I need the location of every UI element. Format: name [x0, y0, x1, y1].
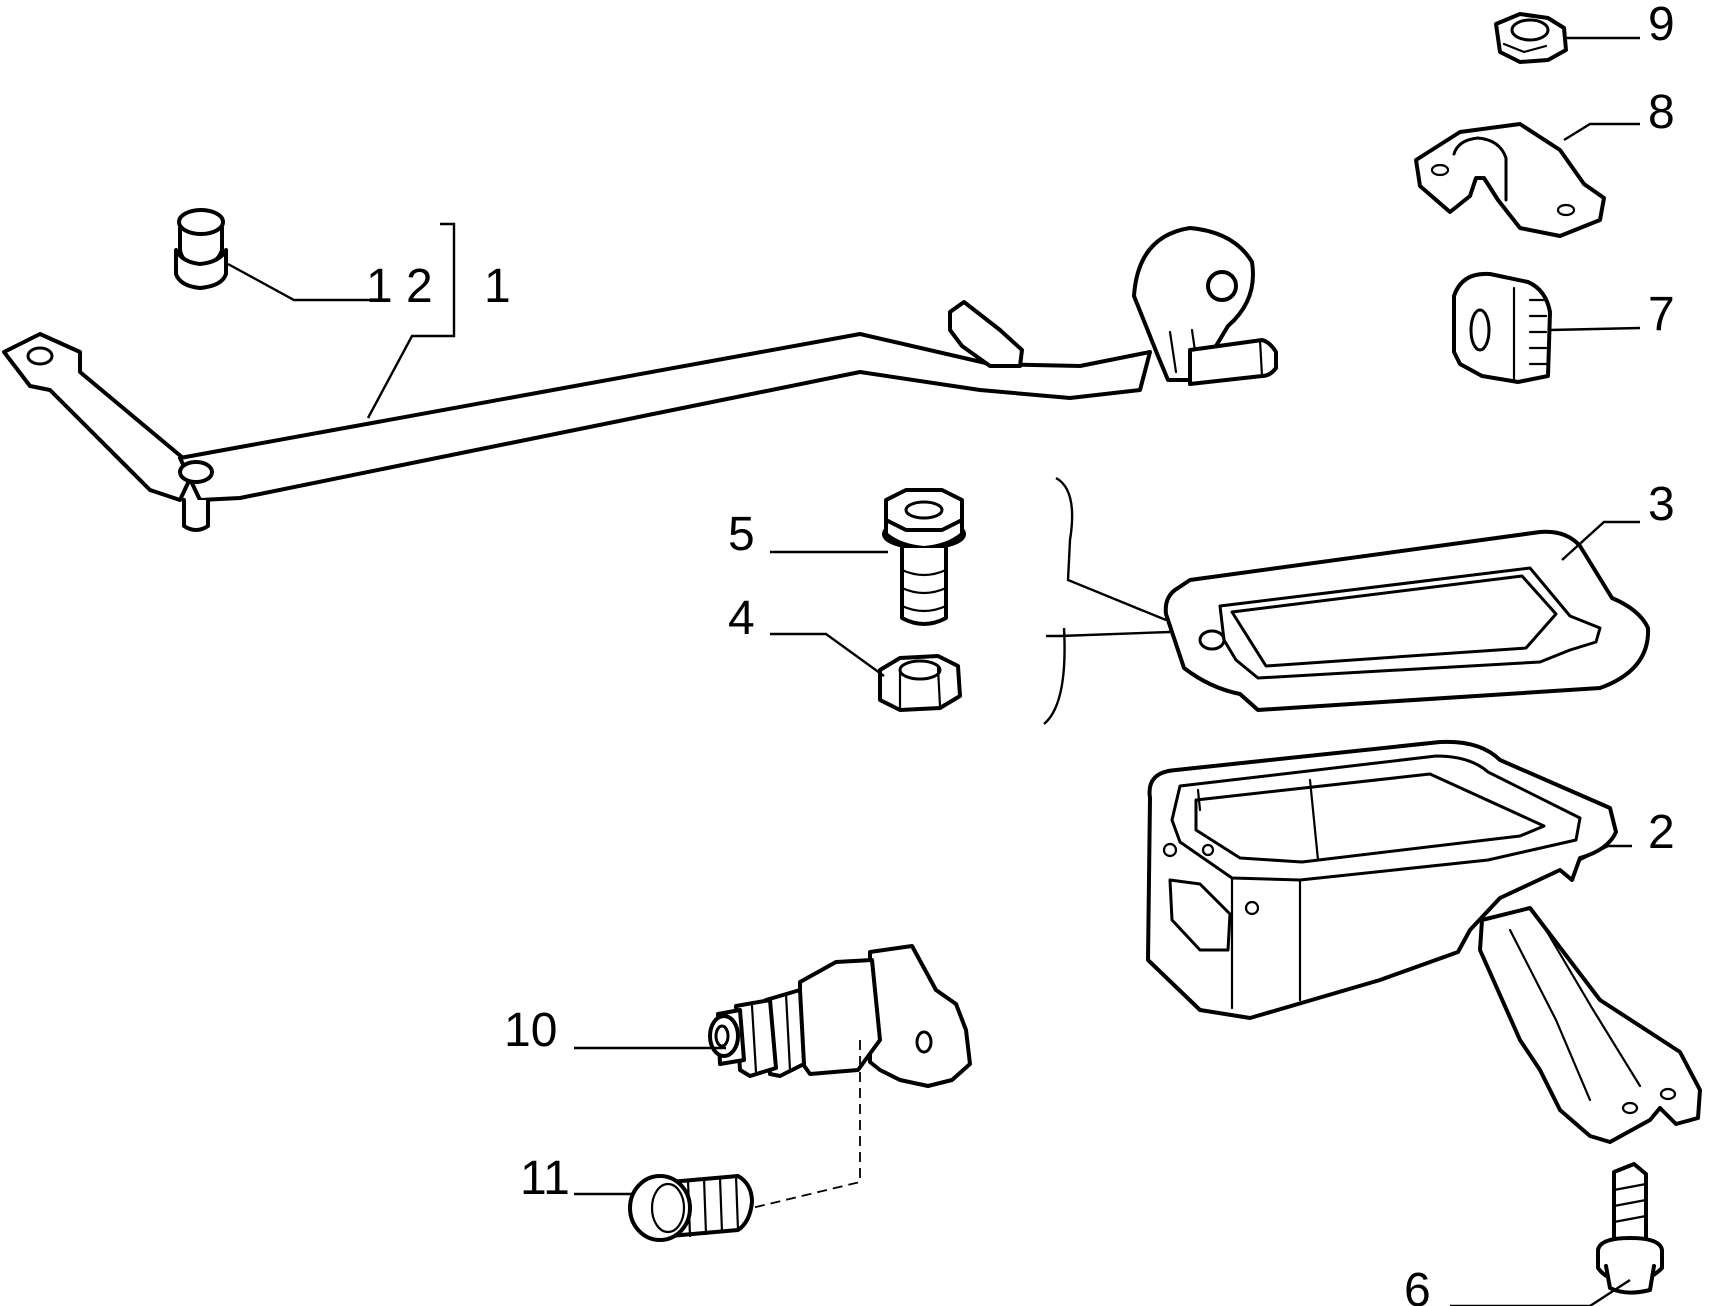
callout-11: 11: [520, 1152, 570, 1205]
part-1-linkage-rod: [2, 226, 1278, 532]
callout-4: 4: [728, 592, 755, 645]
leader-lines: [227, 36, 1641, 1306]
callout-labels: 1 1 2 9 8 7 3 2 6 5 4 10 11: [366, 0, 1675, 1306]
part-10-switch: [708, 944, 972, 1088]
part-5-flanged-bolt: [882, 488, 966, 626]
part-9-nut: [1494, 12, 1568, 64]
callout-7: 7: [1648, 288, 1675, 341]
callout-1: 1: [484, 260, 511, 313]
callout-12: 1 2: [366, 260, 433, 313]
assembly-guide-line: [751, 1040, 861, 1209]
part-12-bushing: [174, 208, 228, 290]
part-7-rubber-bush: [1452, 271, 1552, 384]
part-6-screw: [1596, 1162, 1664, 1295]
part-11-plug: [628, 1174, 754, 1242]
callout-6: 6: [1404, 1264, 1431, 1306]
callout-5: 5: [728, 508, 755, 561]
part-2-housing: [1146, 739, 1702, 1144]
callout-3: 3: [1648, 478, 1675, 531]
part-8-clamp: [1414, 122, 1606, 238]
callout-10: 10: [504, 1004, 557, 1057]
callout-2: 2: [1648, 806, 1675, 859]
part-3-gasket: [1163, 529, 1651, 712]
callout-8: 8: [1648, 86, 1675, 139]
callout-9: 9: [1648, 0, 1675, 51]
part-4-nut: [878, 654, 962, 712]
